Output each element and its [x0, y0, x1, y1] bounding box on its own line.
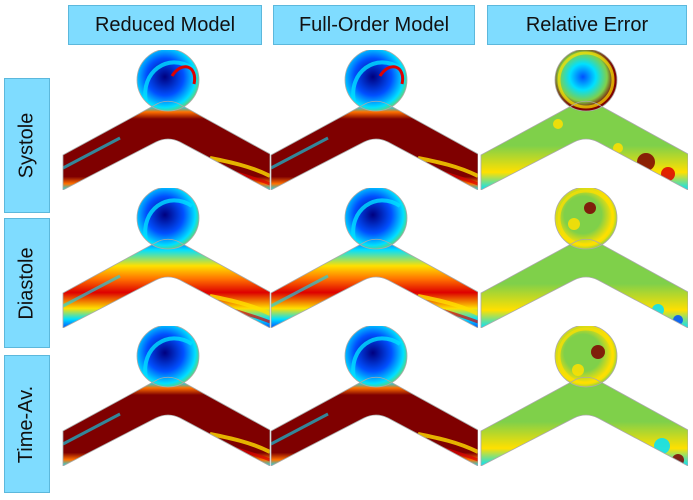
aneurysm-outline	[554, 326, 618, 388]
vessel-flow-field	[271, 377, 478, 466]
aneurysm-outline	[136, 326, 200, 388]
column-header-reduced-model: Reduced Model	[68, 5, 262, 45]
flow-contours	[63, 188, 270, 328]
recirculation-streak	[209, 432, 270, 454]
recirculation-streak	[417, 432, 478, 454]
inflow-jet	[143, 60, 194, 103]
aneurysm-outline	[136, 50, 200, 112]
panel-diastole-full-order-model	[268, 188, 478, 328]
boundary-layer-streak	[63, 274, 121, 308]
aneurysm-outline	[344, 326, 408, 388]
flow-field-p0_2	[480, 50, 688, 190]
error-hotspot	[584, 202, 596, 214]
panel-time-averaged-relative-error	[478, 326, 688, 466]
aneurysm-outline	[344, 188, 408, 250]
inflow-jet	[143, 336, 194, 379]
flow-field-p0_1	[270, 50, 478, 190]
vessel-flow-field	[481, 377, 688, 466]
inflow-jet	[351, 198, 402, 241]
flow-contours	[481, 188, 688, 328]
error-hotspot	[591, 345, 605, 359]
aneurysm-sac-field	[555, 326, 617, 387]
aneurysm-sac-field	[555, 188, 617, 249]
vessel-flow-field	[63, 101, 270, 190]
vessel-outline	[480, 100, 688, 190]
panel-diastole-reduced-model	[60, 188, 270, 328]
panel-time-averaged-reduced-model	[60, 326, 270, 466]
flow-contours	[271, 188, 478, 328]
sac-wall-error-band	[557, 189, 615, 247]
flow-field-p2_1	[270, 326, 478, 466]
boundary-layer-streak	[63, 412, 121, 446]
aneurysm-outline	[344, 50, 408, 112]
panel-time-averaged-full-order-model	[268, 326, 478, 466]
sac-wall-error-band	[557, 51, 615, 109]
recirculation-streak	[209, 294, 270, 316]
boundary-layer-streak	[63, 136, 121, 170]
inflow-jet	[351, 60, 402, 103]
aneurysm-sac-field	[555, 50, 617, 111]
recirculation-streak	[209, 156, 270, 178]
vessel-outline	[62, 100, 270, 190]
error-hotspot	[572, 364, 584, 376]
vessel-flow-field	[481, 239, 688, 328]
sac-wall-error-band	[557, 327, 615, 385]
error-hotspot	[637, 153, 655, 171]
recirculation-streak	[417, 156, 478, 178]
aneurysm-outline	[136, 188, 200, 250]
panel-diastole-relative-error	[478, 188, 688, 328]
vessel-outline	[62, 238, 270, 328]
error-hotspot	[672, 454, 684, 466]
boundary-layer-streak	[271, 136, 329, 170]
vessel-outline	[270, 238, 478, 328]
column-header-relative-error: Relative Error	[487, 5, 687, 45]
inflow-jet	[351, 336, 402, 379]
column-header-full-order-model: Full-Order Model	[273, 5, 475, 45]
vessel-flow-field	[63, 239, 270, 328]
error-hotspot	[673, 315, 683, 325]
vessel-outline	[480, 238, 688, 328]
vessel-flow-field	[63, 377, 270, 466]
recirculation-streak	[417, 294, 478, 316]
flow-field-p0_0	[62, 50, 270, 190]
flow-contours	[63, 50, 270, 190]
flow-contours	[63, 326, 270, 466]
boundary-layer-streak	[271, 412, 329, 446]
vortex-swirl	[378, 65, 405, 85]
panel-systole-full-order-model	[268, 50, 478, 190]
vessel-outline	[62, 376, 270, 466]
row-header-time-averaged: Time-Av.	[4, 355, 50, 493]
vessel-flow-field	[271, 239, 478, 328]
flow-contours	[481, 50, 688, 190]
inflow-jet	[143, 198, 194, 241]
panel-systole-relative-error	[478, 50, 688, 190]
flow-contours	[481, 326, 688, 466]
flow-field-p2_0	[62, 326, 270, 466]
flow-contours	[271, 326, 478, 466]
panel-systole-reduced-model	[60, 50, 270, 190]
vessel-flow-field	[481, 101, 688, 190]
flow-field-p1_2	[480, 188, 688, 328]
aneurysm-outline	[554, 50, 618, 112]
flow-field-p2_2	[480, 326, 688, 466]
flow-field-p1_1	[270, 188, 478, 328]
vessel-outline	[270, 376, 478, 466]
flow-field-p1_0	[62, 188, 270, 328]
vessel-outline	[270, 100, 478, 190]
boundary-layer-streak	[271, 274, 329, 308]
error-hotspot	[568, 218, 580, 230]
row-header-diastole: Diastole	[4, 218, 50, 348]
vessel-flow-field	[271, 101, 478, 190]
error-hotspot	[654, 438, 670, 454]
vortex-swirl	[170, 65, 197, 85]
error-hotspot	[553, 119, 563, 129]
aneurysm-outline	[554, 188, 618, 250]
row-header-systole: Systole	[4, 78, 50, 213]
vessel-outline	[480, 376, 688, 466]
error-hotspot	[613, 143, 623, 153]
flow-contours	[271, 50, 478, 190]
